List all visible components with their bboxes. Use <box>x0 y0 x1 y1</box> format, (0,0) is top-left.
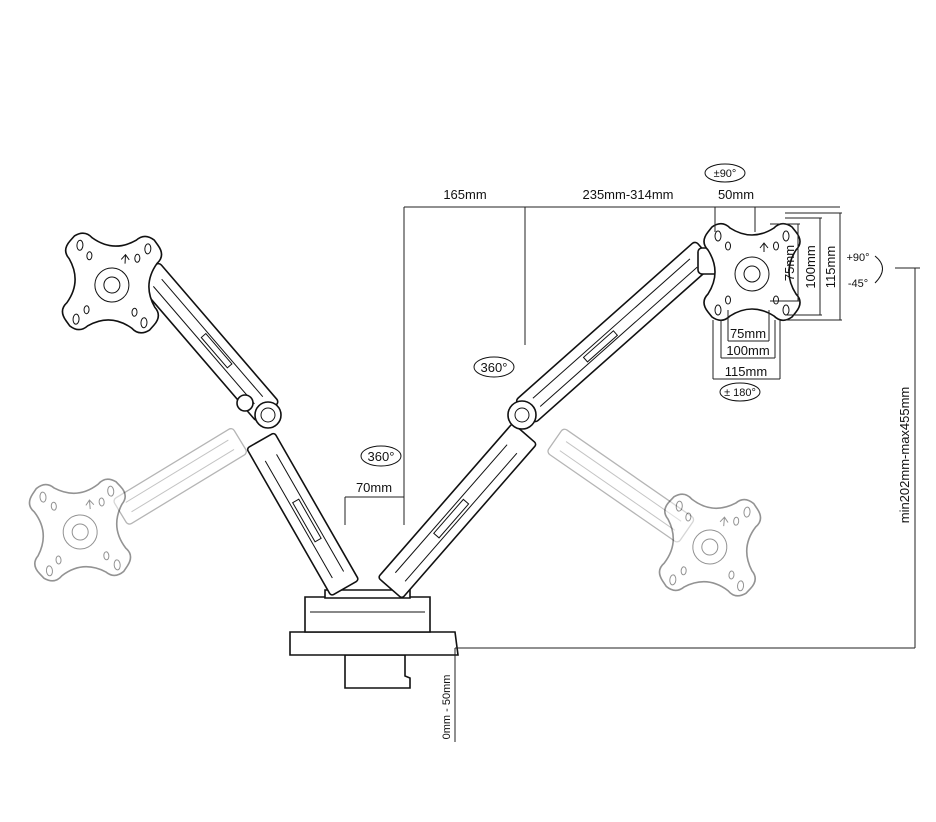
vesa-v-115: 115mm <box>823 246 838 288</box>
clamp-range-label: 0mm - 50mm <box>441 675 453 740</box>
ghost-left-arm <box>27 428 247 584</box>
plate-offset-label: 50mm <box>718 187 754 202</box>
vesa-v-100: 100mm <box>803 245 818 288</box>
tilt-down-label: -45° <box>848 278 868 290</box>
vesa-v-75: 75mm <box>782 245 797 281</box>
arm-reach-label: 235mm-314mm <box>582 187 673 202</box>
tilt-up-label: +90° <box>846 252 869 264</box>
swivel-label: ±90° <box>714 168 737 180</box>
height-range-label: min202mm-max455mm <box>897 387 912 524</box>
desk-clamp-base <box>289 589 459 689</box>
vesa-h-75: 75mm <box>730 326 766 341</box>
post-offset-label: 70mm <box>356 480 392 495</box>
vesa-h-115: 115mm <box>725 364 767 379</box>
right-arm <box>378 222 801 599</box>
ghost-right-arm <box>547 428 763 599</box>
dimension-lines <box>344 206 920 742</box>
left-arm <box>60 231 359 596</box>
lower-arm-rotation-label: 360° <box>368 449 395 464</box>
rotation-arrows <box>360 163 883 467</box>
vesa-h-100: 100mm <box>726 343 769 358</box>
plate-rotation-label: ± 180° <box>724 387 756 399</box>
arm-offset-label: 165mm <box>443 187 486 202</box>
upper-arm-rotation-label: 360° <box>481 360 508 375</box>
